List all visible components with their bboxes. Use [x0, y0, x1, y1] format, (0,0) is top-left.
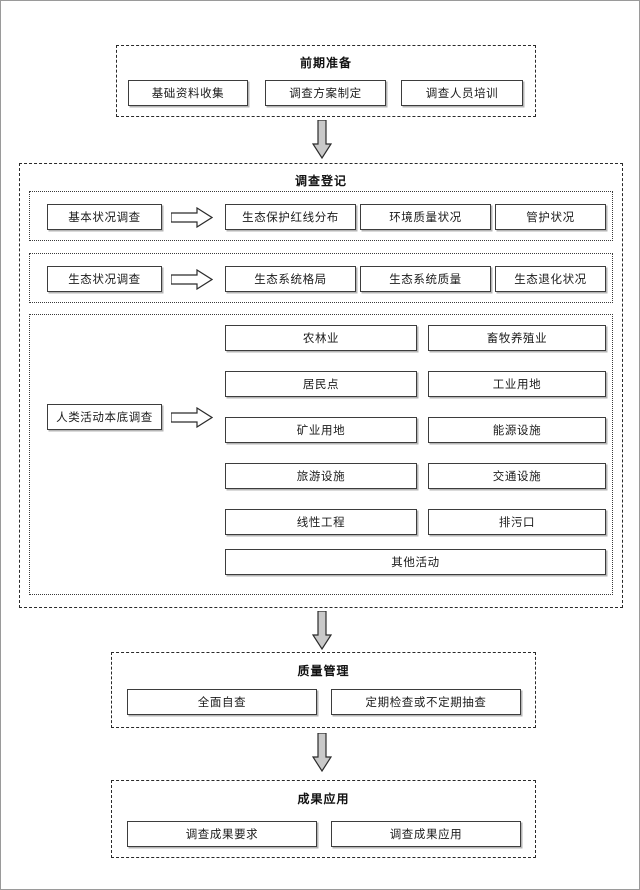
- arrow-quality-to-application: [312, 733, 332, 773]
- node-basic-status-item-2[interactable]: 环境质量状况: [360, 204, 491, 230]
- node-ecological-status-item-1[interactable]: 生态系统格局: [225, 266, 356, 292]
- arrow-preparation-to-registration: [312, 120, 332, 160]
- stage-application: 成果应用: [111, 780, 536, 858]
- node-human-activity-item-3[interactable]: 居民点: [225, 371, 417, 397]
- node-human-activity-item-10[interactable]: 排污口: [428, 509, 606, 535]
- arrow-ecological-status-to-items: [171, 269, 213, 290]
- stage-preparation-title: 前期准备: [299, 56, 352, 70]
- node-human-activity-item-8[interactable]: 交通设施: [428, 463, 606, 489]
- node-basic-status-source[interactable]: 基本状况调查: [47, 204, 162, 230]
- subgroup-basic-status: [29, 191, 613, 241]
- node-human-activity-item-5[interactable]: 矿业用地: [225, 417, 417, 443]
- stage-quality-title: 质量管理: [297, 664, 350, 678]
- stage-registration-title: 调查登记: [294, 174, 347, 188]
- node-human-activity-item-6[interactable]: 能源设施: [428, 417, 606, 443]
- node-ecological-status-item-2[interactable]: 生态系统质量: [360, 266, 491, 292]
- stage-registration: 调查登记: [19, 163, 623, 608]
- node-application-2[interactable]: 调查成果应用: [331, 821, 521, 847]
- arrow-registration-to-quality: [312, 611, 332, 651]
- arrow-human-activity-to-items: [171, 407, 213, 428]
- node-human-activity-item-11[interactable]: 其他活动: [225, 549, 606, 575]
- node-human-activity-source[interactable]: 人类活动本底调查: [47, 404, 162, 430]
- stage-quality: 质量管理: [111, 652, 536, 728]
- arrow-basic-status-to-items: [171, 207, 213, 228]
- stage-application-title: 成果应用: [297, 792, 350, 806]
- node-basic-status-item-3[interactable]: 管护状况: [495, 204, 606, 230]
- node-preparation-1[interactable]: 基础资料收集: [128, 80, 248, 106]
- node-application-1[interactable]: 调查成果要求: [127, 821, 317, 847]
- stage-preparation: 前期准备: [116, 45, 536, 117]
- node-quality-2[interactable]: 定期检查或不定期抽查: [331, 689, 521, 715]
- node-human-activity-item-7[interactable]: 旅游设施: [225, 463, 417, 489]
- node-human-activity-item-9[interactable]: 线性工程: [225, 509, 417, 535]
- node-human-activity-item-1[interactable]: 农林业: [225, 325, 417, 351]
- node-basic-status-item-1[interactable]: 生态保护红线分布: [225, 204, 356, 230]
- node-preparation-2[interactable]: 调查方案制定: [265, 80, 386, 106]
- node-quality-1[interactable]: 全面自查: [127, 689, 317, 715]
- subgroup-human-activity: [29, 314, 613, 595]
- node-ecological-status-item-3[interactable]: 生态退化状况: [495, 266, 606, 292]
- node-human-activity-item-4[interactable]: 工业用地: [428, 371, 606, 397]
- subgroup-ecological-status: [29, 253, 613, 303]
- node-human-activity-item-2[interactable]: 畜牧养殖业: [428, 325, 606, 351]
- node-ecological-status-source[interactable]: 生态状况调查: [47, 266, 162, 292]
- node-preparation-3[interactable]: 调查人员培训: [401, 80, 523, 106]
